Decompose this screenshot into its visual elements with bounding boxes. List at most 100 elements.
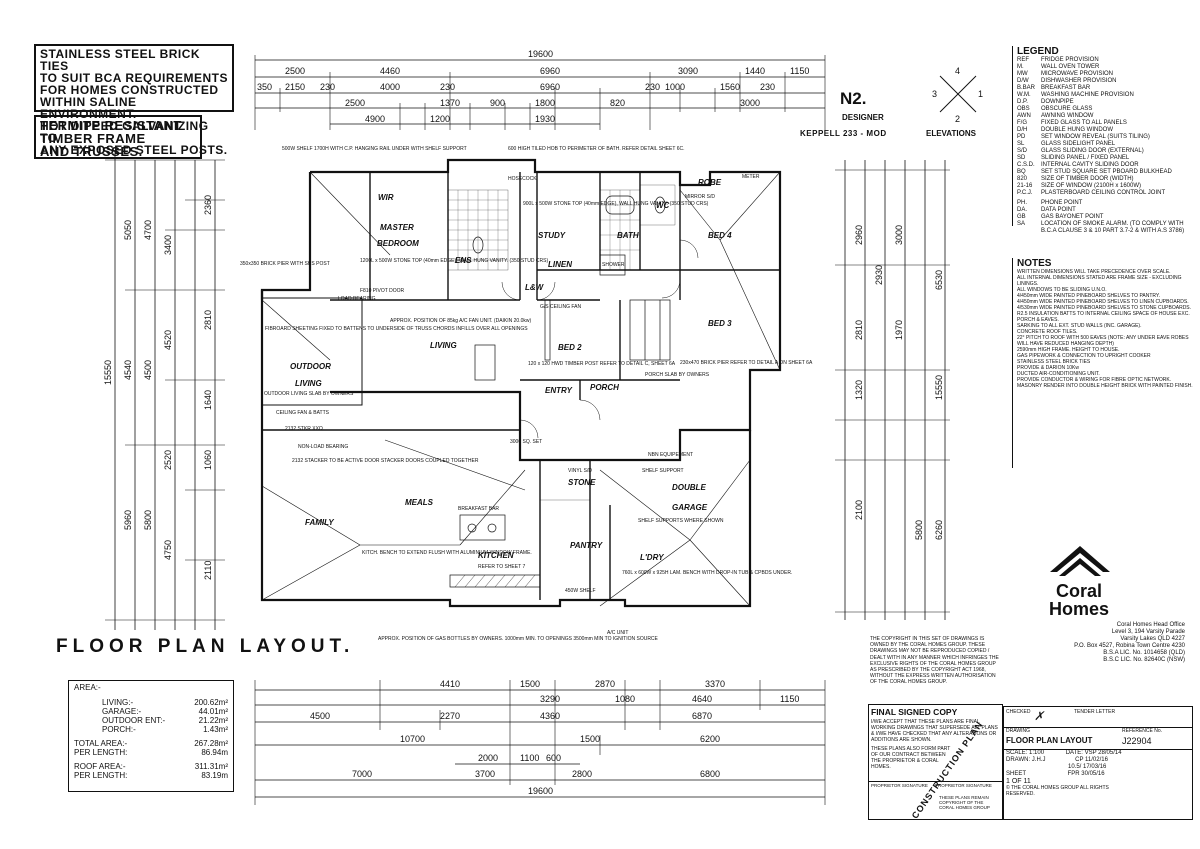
revision-3: FPR 30/05/16 <box>1067 771 1105 777</box>
note-line: STAINLESS STEEL BRICK TIES <box>1017 359 1091 365</box>
note-line: MASONRY RENDER INTO DOUBLE HEIGHT BRICK … <box>1017 383 1193 389</box>
note-non-load-bearing: NON-LOAD BEARING <box>298 444 348 450</box>
legend-item-desc: DISHWASHER PROVISION <box>1041 78 1117 84</box>
proprietor-signature-1: PROPRIETOR SIGNATURE <box>871 783 928 788</box>
revision-1: CP 11/02/16 <box>1075 757 1108 763</box>
note-line: PROVIDE CONDUCTOR & WIRING FOR FIBRE OPT… <box>1017 377 1172 383</box>
top-dim-r2-9: 1560 <box>720 82 740 92</box>
legend-item-desc: WALL OVEN TOWER <box>1041 64 1100 70</box>
note-line: 4/530mm WIDE PAINTED PINEBOARD SHELVES T… <box>1017 305 1192 311</box>
company-addr2: Varsity Lakes QLD 4227 <box>1120 636 1185 642</box>
left-dim-c4-3: 1060 <box>203 450 213 470</box>
legend-item-code: S/D <box>1017 148 1028 154</box>
note-line: R2.5 INSULATION BATTS TO INTERNAL CEILIN… <box>1017 311 1190 323</box>
final-copy-title: FINAL SIGNED COPY <box>871 707 958 717</box>
bot-dim-r2-0: 4500 <box>310 711 330 721</box>
right-dim-c3-0: 6530 <box>934 270 944 290</box>
legend-item-desc: MICROWAVE PROVISION <box>1041 71 1114 77</box>
room-garage: GARAGE <box>672 503 708 512</box>
company-po: P.O. Box 4527, Robina Town Centre 4230 <box>1074 643 1185 649</box>
left-dim-c3-0: 3400 <box>163 235 173 255</box>
note-line: 22° PITCH TO ROOF WITH 500 EAVES (NOTE: … <box>1017 335 1189 347</box>
area-row-value: 44.01m² <box>198 707 228 716</box>
room-ens: ENS <box>455 256 472 265</box>
note-kitchen-bench: KITCH. BENCH TO EXTEND FLUSH WITH ALUMIN… <box>362 550 532 556</box>
bot-dim-r5-0: 7000 <box>352 769 372 779</box>
legend-item-code: D/W <box>1017 78 1029 84</box>
top-dim-r2-6: 230 <box>645 82 660 92</box>
legend-item-code: MW <box>1017 71 1028 77</box>
room-linen: LINEN <box>548 260 572 269</box>
scale-value: 1:100 <box>1029 750 1045 756</box>
reference-number: J22904 <box>1122 736 1152 746</box>
top-dim-r2-7: 1000 <box>665 82 685 92</box>
note-line: PROVIDE & DARION 10Kw <box>1017 365 1079 371</box>
right-dim-c1-3: 2100 <box>854 500 864 520</box>
legend-item-desc: SET WINDOW REVEAL (SUITS TILING) <box>1041 134 1150 140</box>
note-line: DUCTED AIR-CONDITIONING UNIT. <box>1017 371 1100 377</box>
right-dim-c1-2: 1320 <box>854 380 864 400</box>
stainless-warning-line: TO SUIT BCA REQUIREMENTS <box>40 71 229 85</box>
plan-title: FLOOR PLAN LAYOUT. <box>56 636 355 657</box>
right-dim-c3-1: 6260 <box>934 520 944 540</box>
legend-item: W.M.WASHING MACHINE PROVISION <box>1017 92 1197 99</box>
legend-symbol-code: DA. <box>1017 207 1028 213</box>
area-row: GARAGE:-44.01m² <box>102 707 228 716</box>
model-code: N2. <box>840 89 867 108</box>
area-total-row-label: PER LENGTH: <box>74 748 128 757</box>
note-outdoor-slab: OUTDOOR LIVING SLAB BY OWNERS <box>264 391 354 397</box>
drawing-name: FLOOR PLAN LAYOUT <box>1006 736 1093 745</box>
area-roof-row-label: PER LENGTH: <box>74 771 128 780</box>
area-roof-row-label: ROOF AREA:- <box>74 762 126 771</box>
left-dim-c4-2: 1640 <box>203 390 213 410</box>
bot-dim-r2-6: 6870 <box>692 711 712 721</box>
note-ceiling-fan: CEILING FAN & BATTS <box>276 410 330 416</box>
legend-symbol: PH.PHONE POINT <box>1017 200 1197 207</box>
floor-plan-drawing: WIR MASTER BEDROOM ENS STUDY BATH WC BED… <box>103 49 950 805</box>
legend-item: P.C.J.PLASTERBOARD CEILING CONTROL JOINT <box>1017 190 1197 197</box>
note-pivot-door: F810 PIVOT DOOR <box>360 288 404 294</box>
bot-dim-r5-1: 3700 <box>475 769 495 779</box>
room-outdoor: OUTDOOR <box>290 362 331 371</box>
drawn-value: J.H.J <box>1031 757 1046 763</box>
left-dim-c2-1: 4500 <box>143 360 153 380</box>
top-dim-r1-3: 3090 <box>678 66 698 76</box>
legend-item-desc: WASHING MACHINE PROVISION <box>1041 92 1134 98</box>
legend-item: D/W DISHWASHER PROVISION <box>1017 78 1197 85</box>
company-addr1: Level 3, 194 Varsity Parade <box>1111 629 1185 635</box>
note-line: SARKING TO ALL EXT. STUD WALLS (INC. GAR… <box>1017 323 1142 329</box>
sheet-label: SHEET <box>1006 771 1026 777</box>
note-breakfast-bar: BREAKFAST BAR <box>458 506 499 512</box>
company-bsc: B.S.C LIC. No. 82640C (NSW) <box>1103 657 1185 663</box>
sheet-number: 1 OF 11 <box>1006 778 1031 785</box>
reference-label: REFERENCE No. <box>1122 728 1163 734</box>
checked-signature: ✗ <box>1034 709 1045 723</box>
legend-item-code: PD <box>1017 134 1026 140</box>
room-bed3: BED 3 <box>708 319 732 328</box>
legend-item-code: SD <box>1017 155 1026 161</box>
room-kitchen: KITCHEN <box>478 551 514 560</box>
note-lam-bench: 760L x 600W x 925H LAM. BENCH WITH DROP-… <box>622 570 792 576</box>
final-copy-box: FINAL SIGNED COPY I/WE ACCEPT THAT THESE… <box>868 704 1003 821</box>
left-dim-c3-2: 2520 <box>163 450 173 470</box>
bot-dim-r4-2: 600 <box>546 753 561 763</box>
left-dim-c2-0: 4700 <box>143 220 153 240</box>
note-stone-top-900: 900L x 500W STONE TOP (40mm EDGE), WALL … <box>523 201 709 207</box>
bot-dim-r4-0: 2000 <box>478 753 498 763</box>
top-dim-r3-4: 1370 <box>440 98 460 108</box>
company-address: Coral Homes Head Office Level 3, 194 Var… <box>1005 622 1185 664</box>
left-dim-c3-1: 4520 <box>163 330 173 350</box>
legend-item-code: AWN <box>1017 113 1031 119</box>
room-meals: MEALS <box>405 498 434 507</box>
termite-warning-line: TERMITE RESISTANT <box>40 118 182 133</box>
room-family: FAMILY <box>305 518 334 527</box>
